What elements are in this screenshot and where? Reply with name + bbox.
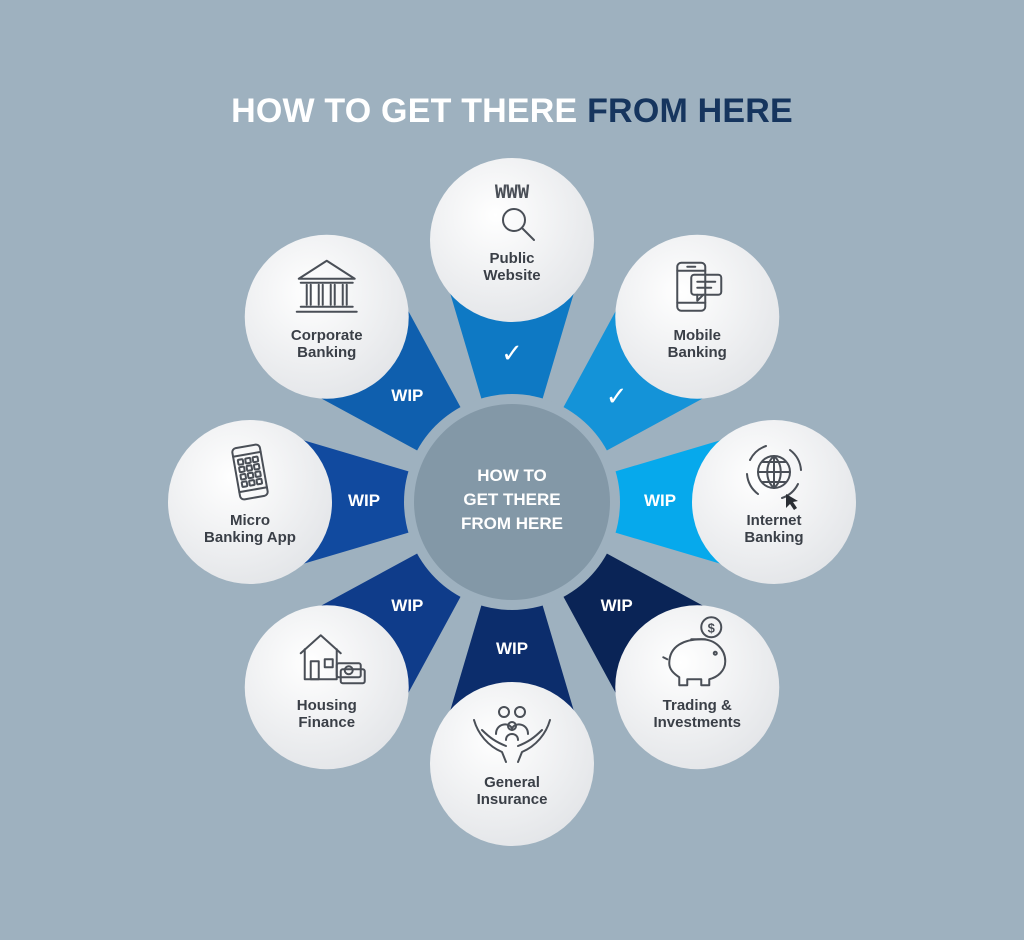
label-line-2: Banking xyxy=(667,343,727,361)
house-money-icon xyxy=(299,634,366,685)
svg-text:$: $ xyxy=(708,620,716,635)
status-corporate-banking: WIP xyxy=(391,386,424,406)
status-internet-banking: WIP xyxy=(643,491,677,510)
label-line-2: Website xyxy=(483,267,541,284)
mobile-chat-icon xyxy=(676,261,723,312)
status-housing-finance: WIP xyxy=(391,595,424,615)
status-public-website: ✓ xyxy=(501,338,523,368)
center-line-3: FROM HERE xyxy=(461,514,563,533)
node-trading-investments: $ xyxy=(615,605,780,770)
label-line-1: Internet xyxy=(746,512,802,529)
globe-cursor-icon xyxy=(746,445,802,510)
label-line-2: Finance xyxy=(298,714,356,732)
node-mobile-banking xyxy=(615,234,780,399)
label-line-2: Banking App xyxy=(204,529,296,546)
mobile-keypad-icon xyxy=(231,443,269,501)
label-line-1: Corporate xyxy=(290,326,363,344)
node-circle xyxy=(430,158,594,322)
node-public-website: WWW xyxy=(430,158,594,322)
label-line-1: General xyxy=(484,774,540,791)
label-trading-investments: Trading &Investments xyxy=(622,697,772,731)
label-line-2: Banking xyxy=(297,343,357,361)
title-part-white: HOW TO GET THERE xyxy=(231,92,578,130)
page-title: HOW TO GET THERE FROM HERE xyxy=(0,92,1024,131)
center-label: HOW TO GET THERE FROM HERE xyxy=(432,464,592,536)
node-general-insurance xyxy=(430,682,594,846)
status-trading-investments: WIP xyxy=(600,595,633,615)
node-circle xyxy=(615,605,780,770)
svg-text:WWW: WWW xyxy=(495,181,530,203)
label-line-2: Insurance xyxy=(476,791,548,808)
center-circle xyxy=(414,404,610,600)
label-line-1: Public xyxy=(489,250,535,267)
piggy-bank-icon: $ xyxy=(662,616,727,687)
label-line-1: Mobile xyxy=(673,326,722,344)
node-circle xyxy=(244,234,409,399)
node-circle xyxy=(244,605,409,770)
status-micro-banking-app: WIP xyxy=(347,491,381,510)
www-search-icon: WWW xyxy=(495,181,535,241)
node-micro-banking-app xyxy=(168,420,332,584)
node-circle xyxy=(692,420,856,584)
node-housing-finance xyxy=(244,605,409,770)
label-line-2: Investments xyxy=(653,714,742,732)
family-hands-icon xyxy=(473,706,551,763)
node-circle xyxy=(615,234,780,399)
title-part-dark: FROM HERE xyxy=(587,92,793,130)
node-circle xyxy=(430,682,594,846)
nodes-layer: WWW $ xyxy=(168,158,856,846)
label-line-1: Micro xyxy=(229,512,270,529)
bank-building-icon xyxy=(295,259,358,313)
label-line-1: Housing xyxy=(296,697,357,715)
label-line-2: Banking xyxy=(744,529,804,546)
center-line-1: HOW TO xyxy=(477,466,547,485)
center-line-2: GET THERE xyxy=(463,490,561,509)
status-general-insurance: WIP xyxy=(495,639,529,658)
status-mobile-banking: ✓ xyxy=(605,381,628,412)
node-internet-banking xyxy=(692,420,856,584)
node-circle xyxy=(168,420,332,584)
node-corporate-banking xyxy=(244,234,409,399)
label-line-1: Trading & xyxy=(662,697,732,715)
